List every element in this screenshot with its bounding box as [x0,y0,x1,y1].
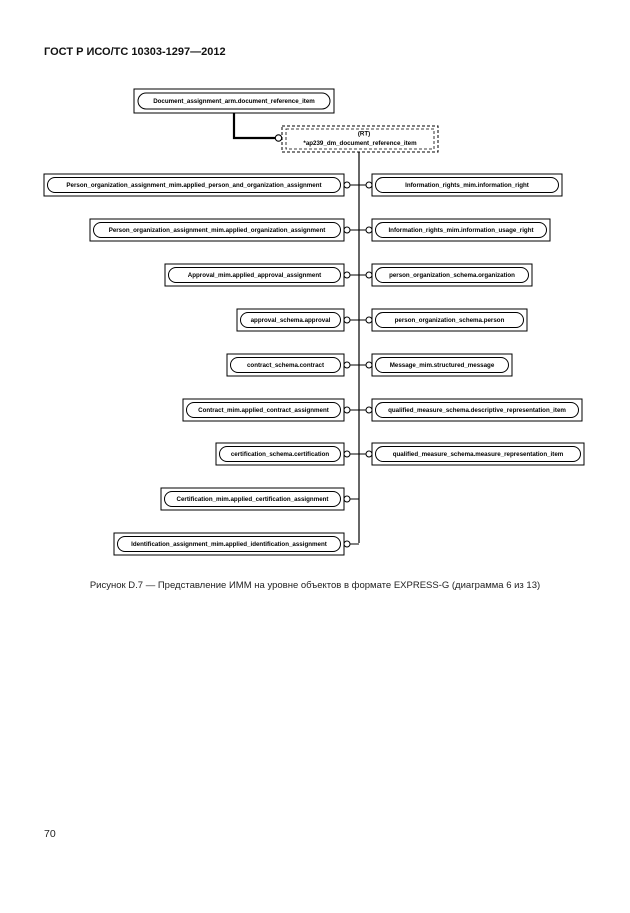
right-entity-2: Information_rights_mim.information_usage… [359,218,551,242]
left-entity-3: Approval_mim.applied_approval_assignment [164,263,359,287]
left-entity-inner [186,402,341,418]
left-entity-label: Person_organization_assignment_mim.appli… [66,182,321,189]
left-entity-label: Approval_mim.applied_approval_assignment [188,272,321,279]
left-entity-group: Person_organization_assignment_mim.appli… [43,173,359,556]
left-entity-inner [164,491,341,507]
right-entity-7: qualified_measure_schema.measure_represe… [359,442,585,466]
left-connector-circle [343,361,351,369]
right-entity-label: Message_mim.structured_message [390,362,495,369]
right-entity-label: Information_rights_mim.information_right [405,182,529,189]
left-entity-label: Identification_assignment_mim.applied_id… [131,541,327,548]
right-entity-inner [375,267,529,283]
right-entity-6: qualified_measure_schema.descriptive_rep… [359,398,583,422]
left-connector-circle [343,540,351,548]
left-entity-inner [117,536,341,552]
right-entity-label: qualified_measure_schema.descriptive_rep… [388,407,566,414]
page-number: 70 [44,828,56,840]
right-entity-label: person_organization_schema.person [395,317,505,324]
left-connector-circle [343,450,351,458]
right-connector-circle [365,406,373,414]
right-connector-circle [365,271,373,279]
left-connector-circle [343,271,351,279]
right-entity-3: person_organization_schema.organization [359,263,533,287]
left-entity-inner [93,222,341,238]
left-entity-8: Certification_mim.applied_certification_… [160,487,359,511]
left-connector-circle [343,226,351,234]
right-connector-circle [365,450,373,458]
document-header: ГОСТ Р ИСО/ТС 10303-1297—2012 [44,46,226,58]
left-entity-inner [230,357,341,373]
central-entity-name: *ap239_dm_document_reference_item [303,140,417,147]
left-entity-inner [219,446,341,462]
right-entity-inner [375,402,579,418]
right-entity-5: Message_mim.structured_message [359,353,513,377]
right-connector-circle [365,181,373,189]
right-connector-circle [365,226,373,234]
left-entity-9: Identification_assignment_mim.applied_id… [113,532,359,556]
left-entity-5: contract_schema.contract [226,353,359,377]
right-entity-inner [375,357,509,373]
right-entity-inner [375,446,581,462]
top-entity-inner [137,92,331,110]
right-entity-inner [375,177,559,193]
left-connector-circle [343,316,351,324]
top-entity-label: Document_assignment_arm.document_referen… [153,98,315,105]
right-entity-group: Information_rights_mim.information_right… [359,173,585,466]
top-entity-connector [232,113,275,140]
top-entity: Document_assignment_arm.document_referen… [133,88,335,114]
left-connector-circle [343,406,351,414]
left-entity-6: Contract_mim.applied_contract_assignment [182,398,359,422]
top-connector-end [274,134,283,142]
left-connector-circle [343,181,351,189]
left-entity-label: contract_schema.contract [247,362,324,369]
left-entity-inner [168,267,341,283]
right-connector-circle [365,361,373,369]
right-connector-circle [365,316,373,324]
right-entity-inner [375,312,524,328]
left-entity-label: Contract_mim.applied_contract_assignment [198,407,329,414]
right-entity-label: Information_rights_mim.information_usage… [388,227,533,234]
right-entity-inner [375,222,547,238]
left-connector-circle [343,495,351,503]
central-entity-tag: (RT) [358,131,370,138]
left-entity-4: approval_schema.approval [236,308,359,332]
figure-caption: Рисунок D.7 — Представление ИММ на уровн… [89,580,541,591]
left-entity-label: Certification_mim.applied_certification_… [177,496,329,503]
left-entity-label: approval_schema.approval [251,317,331,324]
central-frame-inner [285,128,435,150]
right-entity-1: Information_rights_mim.information_right [359,173,563,197]
left-entity-2: Person_organization_assignment_mim.appli… [89,218,359,242]
left-entity-label: Person_organization_assignment_mim.appli… [109,227,326,234]
left-entity-label: certification_schema.certification [231,451,330,458]
central-select-type: (RT) *ap239_dm_document_reference_item [281,125,439,153]
left-entity-1: Person_organization_assignment_mim.appli… [43,173,359,197]
right-entity-label: person_organization_schema.organization [389,272,515,279]
left-entity-inner [240,312,341,328]
left-entity-7: certification_schema.certification [215,442,359,466]
right-entity-label: qualified_measure_schema.measure_represe… [393,451,564,458]
left-entity-inner [47,177,341,193]
right-entity-4: person_organization_schema.person [359,308,528,332]
central-frame-outer [281,125,439,153]
